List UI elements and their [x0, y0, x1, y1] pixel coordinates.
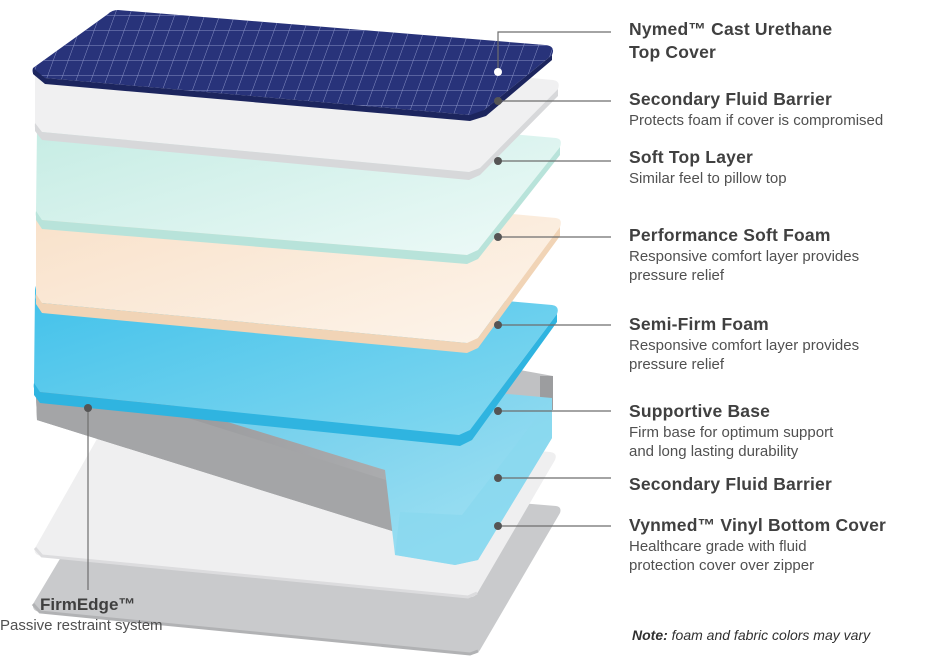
dot-fluid-barrier-1: [494, 97, 502, 105]
dot-performance-foam: [494, 233, 502, 241]
dot-soft-top: [494, 157, 502, 165]
layer-desc-line2: pressure relief: [629, 356, 725, 373]
dot-fluid-barrier-2: [494, 474, 502, 482]
layer-desc-line2: and long lasting durability: [629, 443, 799, 460]
layer-title: Secondary Fluid Barrier: [629, 89, 832, 109]
layer-desc: Protects foam if cover is compromised: [629, 112, 884, 129]
leader-lines: [87, 31, 611, 590]
layer-desc-line2: pressure relief: [629, 267, 725, 284]
top-cover-layer: [32, 10, 554, 121]
dot-supportive-base: [494, 407, 502, 415]
layer-title: Vynmed™ Vinyl Bottom Cover: [629, 515, 887, 535]
firmedge-title: FirmEdge™: [40, 595, 136, 614]
dot-top-cover: [494, 68, 502, 76]
label-semi-firm: Semi-Firm Foam Responsive comfort layer …: [629, 313, 939, 374]
dot-firmedge: [84, 404, 92, 412]
leader-top-cover: [497, 31, 611, 72]
layer-title: Supportive Base: [629, 401, 771, 421]
label-performance-foam: Performance Soft Foam Responsive comfort…: [629, 224, 939, 285]
layer-title: Nymed™ Cast Urethane: [629, 19, 833, 39]
label-soft-top: Soft Top Layer Similar feel to pillow to…: [629, 146, 939, 188]
label-bottom-cover: Vynmed™ Vinyl Bottom Cover Healthcare gr…: [629, 514, 939, 575]
label-supportive-base: Supportive Base Firm base for optimum su…: [629, 400, 939, 461]
layer-desc: Similar feel to pillow top: [629, 170, 787, 187]
layer-desc-line2: protection cover over zipper: [629, 557, 815, 574]
leader-dots: [84, 68, 502, 530]
layer-desc: Healthcare grade with fluid: [629, 538, 807, 555]
layer-title: Soft Top Layer: [629, 147, 754, 167]
layer-title-line2: Top Cover: [629, 42, 717, 62]
layer-desc: Responsive comfort layer provides: [629, 248, 860, 265]
label-fluid-barrier-1: Secondary Fluid Barrier Protects foam if…: [629, 88, 939, 130]
dot-bottom-cover: [494, 522, 502, 530]
note-label: Note:: [632, 627, 668, 643]
layer-title: Semi-Firm Foam: [629, 314, 769, 334]
label-top-cover: Nymed™ Cast Urethane Top Cover: [629, 18, 939, 64]
layer-desc: Firm base for optimum support: [629, 424, 834, 441]
layer-title: Performance Soft Foam: [629, 225, 831, 245]
colors-note: Note: foam and fabric colors may vary: [632, 627, 870, 643]
layer-desc: Responsive comfort layer provides: [629, 337, 860, 354]
label-firmedge: FirmEdge™ Passive restraint system: [0, 594, 200, 636]
dot-semi-firm: [494, 321, 502, 329]
note-text: foam and fabric colors may vary: [667, 627, 871, 643]
layer-title: Secondary Fluid Barrier: [629, 474, 832, 494]
firmedge-desc: Passive restraint system: [0, 617, 163, 634]
label-fluid-barrier-2: Secondary Fluid Barrier: [629, 473, 939, 496]
